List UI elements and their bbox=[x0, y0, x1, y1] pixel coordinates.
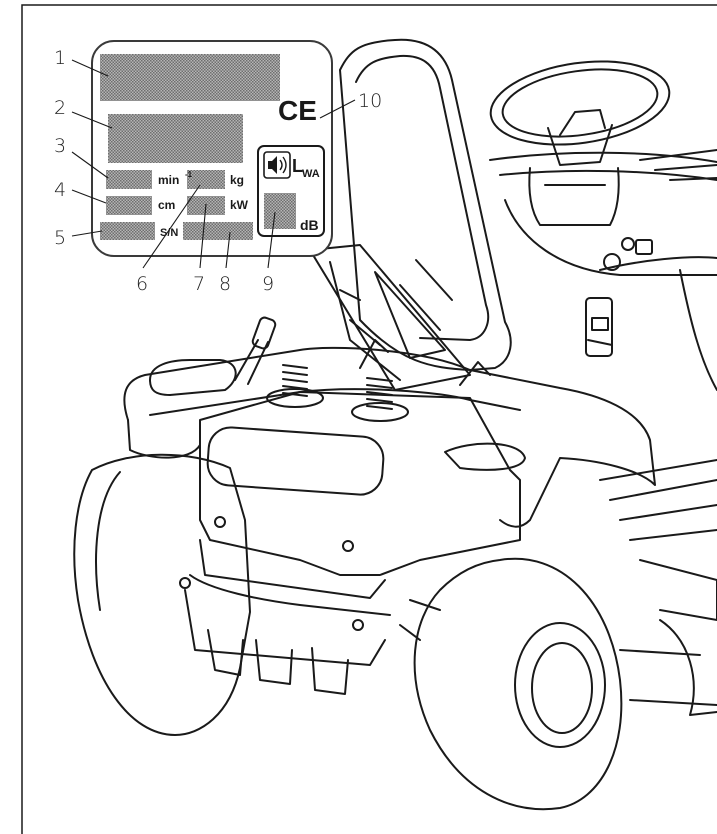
mower bbox=[73, 38, 717, 811]
plate-field-model-code bbox=[100, 222, 155, 240]
sound-symbol-sub: WA bbox=[302, 168, 320, 180]
spring-left bbox=[266, 364, 324, 408]
callout-7: 7 bbox=[193, 273, 205, 295]
unit-rpm: min bbox=[158, 173, 179, 187]
unit-rpm-exponent: -1 bbox=[185, 170, 193, 179]
callout-6: 6 bbox=[136, 273, 148, 295]
callout-1: 1 bbox=[54, 47, 66, 69]
steering-wheel bbox=[489, 60, 671, 166]
page-border bbox=[21, 4, 717, 834]
rating-plate: min -1 cm kg kW S/N CE L WA dB bbox=[91, 40, 333, 257]
callout-3: 3 bbox=[54, 135, 66, 157]
sound-unit: dB bbox=[300, 217, 319, 233]
plate-field-width bbox=[106, 196, 152, 215]
seat bbox=[309, 38, 512, 391]
leader-lines bbox=[71, 59, 356, 269]
unit-mass: kg bbox=[230, 173, 244, 187]
unit-serial: S/N bbox=[160, 227, 178, 239]
callout-5: 5 bbox=[54, 227, 66, 249]
callout-8: 8 bbox=[219, 273, 231, 295]
callouts: 1 2 3 4 5 6 7 8 9 10 bbox=[54, 47, 382, 295]
plate-field-manufacturer bbox=[100, 54, 280, 101]
wheel-right bbox=[413, 557, 623, 811]
plate-field-mass bbox=[187, 170, 225, 189]
plate-field-sound-value bbox=[264, 193, 296, 229]
unit-power: kW bbox=[230, 198, 249, 212]
sound-symbol: L bbox=[292, 156, 303, 176]
plate-field-speed bbox=[106, 170, 152, 189]
callout-2: 2 bbox=[54, 97, 66, 119]
sound-icon bbox=[263, 151, 291, 179]
callout-9: 9 bbox=[262, 273, 274, 295]
wheel-left bbox=[73, 453, 251, 736]
callout-10: 10 bbox=[358, 90, 382, 112]
ce-mark: CE bbox=[278, 95, 317, 126]
plate-field-serial bbox=[183, 222, 253, 240]
unit-length: cm bbox=[158, 198, 175, 212]
plate-field-model bbox=[108, 114, 243, 163]
spring-right bbox=[351, 377, 409, 422]
callout-4: 4 bbox=[54, 179, 66, 201]
